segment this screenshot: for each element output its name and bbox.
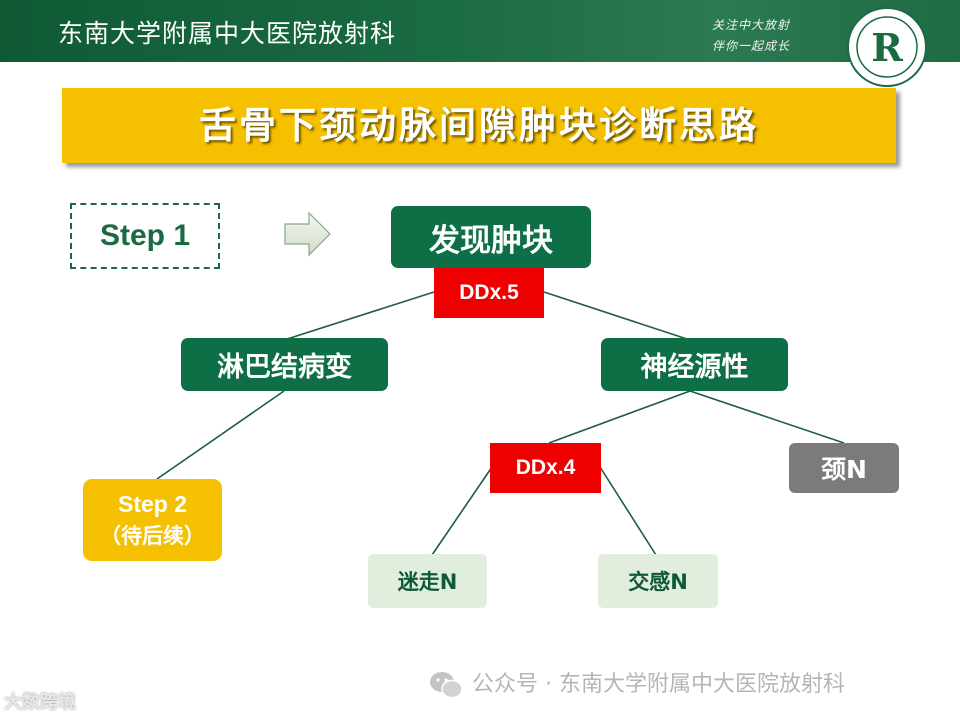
node-sympathetic-nerve: 交感N (598, 554, 718, 608)
node-vagus-nerve: 迷走N (368, 554, 487, 608)
logo-letter: R (871, 25, 903, 70)
header-bar: 东南大学附属中大医院放射科 关注中大放射 伴你一起成长 (0, 0, 960, 62)
footer-watermark-text: 公众号 · 东南大学附属中大医院放射科 (472, 672, 845, 697)
right-arrow-icon (284, 211, 331, 257)
connector-neuro-neckn (689, 390, 845, 444)
node-lymph-disease: 淋巴结病变 (181, 338, 388, 391)
step2-title: Step 2 (117, 491, 188, 517)
node-found-mass: 发现肿块 (391, 206, 591, 268)
node-step2: Step 2 （待后续） (83, 479, 222, 561)
node-neurogenic: 神经源性 (601, 338, 788, 391)
ddx5-label: DDx.5 (434, 268, 544, 318)
hospital-logo: R (847, 7, 927, 87)
slide-title-bar: 舌骨下颈动脉间隙肿块诊断思路 (62, 88, 896, 163)
wechat-icon (430, 672, 463, 699)
connector-ddx4-sympathetic (599, 466, 657, 556)
step1-box: Step 1 (70, 203, 220, 269)
corner-watermark: 大数跨境 (4, 688, 76, 714)
ddx4-label: DDx.4 (490, 443, 601, 493)
node-neck-nerve: 颈N (789, 443, 899, 493)
connector-ddx4-vagus (431, 466, 493, 556)
slide-title: 舌骨下颈动脉间隙肿块诊断思路 (199, 104, 759, 147)
connector-lymph-step2 (156, 390, 285, 480)
connector-neuro-ddx4 (548, 390, 691, 444)
footer-watermark: 公众号 · 东南大学附属中大医院放射科 (428, 666, 845, 700)
institution-name: 东南大学附属中大医院放射科 (58, 19, 397, 48)
connector-root-lymph (283, 291, 435, 341)
connector-root-neuro (543, 291, 691, 341)
step2-subtitle: （待后续） (100, 524, 205, 548)
slogan-line-1: 关注中大放射 (712, 18, 791, 32)
slogan-line-2: 伴你一起成长 (712, 39, 791, 53)
corner-watermark-text: 大数跨境 (4, 692, 76, 713)
